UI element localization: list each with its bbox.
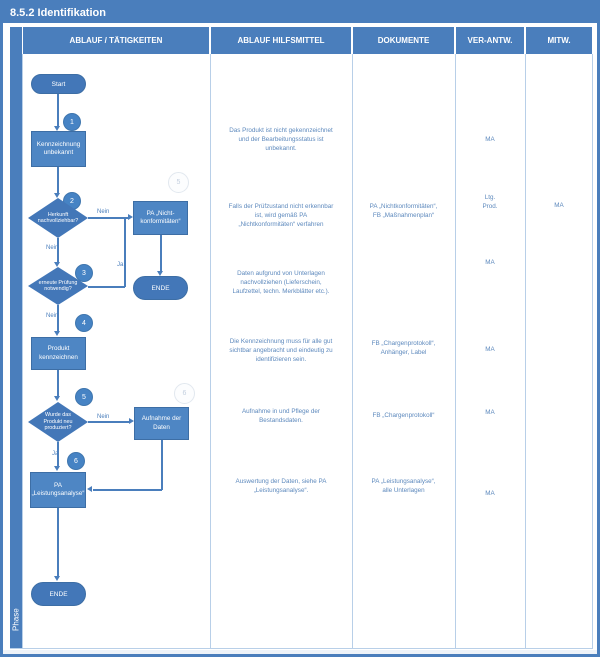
edge-label-nein: Nein	[97, 414, 110, 420]
column-divider	[525, 54, 526, 649]
connector-line	[57, 370, 59, 398]
arrowhead-down	[54, 396, 60, 401]
node-aufnahme-der-daten: Aufnahme der Daten	[134, 407, 189, 440]
table-bottom-line	[10, 648, 592, 649]
arrowhead-left	[87, 486, 92, 492]
arrowhead-down	[54, 193, 60, 198]
column-header-ablauf-taetigkeiten: ABLAUF / TÄTIGKEITEN	[23, 27, 209, 54]
step-number-3: 3	[75, 264, 93, 282]
arrowhead-down	[54, 576, 60, 581]
node-pa-nichtkonformitaeten: PA „Nicht- konformitäten“	[133, 201, 188, 235]
connector-line	[161, 440, 163, 490]
verantw-note-6: MA	[485, 490, 495, 497]
dokumente-note-5: FB „Chargenprotokoll“	[372, 412, 435, 419]
arrowhead-down	[157, 271, 163, 276]
node-produkt-kennzeichnen: Produkt kennzeichnen	[31, 337, 86, 370]
step-number-5: 5	[75, 388, 93, 406]
connector-line	[57, 94, 59, 127]
dokumente-note-2: PA „Nichtkonformitäten“, FB „Maßnahmenpl…	[369, 203, 438, 219]
connector-line	[88, 217, 128, 219]
edge-label-ja: Ja	[52, 451, 59, 457]
decision-produkt-neu-produziert: Wurde das Produkt neu produziert?	[28, 402, 88, 442]
hilfsmittel-note-6: Auswertung der Daten, siehe PA „Leistung…	[235, 478, 327, 494]
connector-line	[57, 238, 59, 264]
arrowhead-down	[54, 466, 60, 471]
connector-line	[93, 489, 162, 491]
arrowhead-right	[128, 214, 133, 220]
column-divider	[210, 54, 211, 649]
connector-line	[57, 442, 59, 468]
hilfsmittel-note-5: Aufnahme in und Pflege der Bestandsdaten…	[241, 408, 321, 424]
node-kennzeichnung-unbekannt: Kennzeichnung unbekannt	[31, 131, 86, 167]
node-pa-leistungsanalyse: PA „Leistungsanalyse“	[30, 472, 86, 508]
arrowhead-down	[54, 262, 60, 267]
column-divider	[22, 54, 23, 649]
hilfsmittel-note-1: Das Produkt ist nicht gekennzeichnet und…	[229, 127, 333, 152]
connector-line-ja-branch	[88, 286, 125, 288]
connector-line	[57, 508, 59, 578]
verantw-note-1: MA	[485, 136, 495, 143]
dokumente-note-6: PA „Leistungsanalyse“, alle Unterlagen	[371, 478, 436, 494]
bottom-strip	[3, 650, 597, 654]
mitw-note-2: MA	[554, 202, 564, 209]
column-header-dokumente: DOKUMENTE	[353, 27, 454, 54]
column-header-mitw: MITW.	[526, 27, 592, 54]
arrowhead-right	[129, 418, 134, 424]
column-divider	[592, 54, 593, 649]
verantw-note-3: MA	[485, 259, 495, 266]
edge-label-nein: Nein	[46, 245, 59, 251]
column-divider	[352, 54, 353, 649]
edge-label-ja: Ja	[117, 262, 124, 268]
verantw-note-5: MA	[485, 409, 495, 416]
step-number-6: 6	[67, 452, 85, 470]
step-number-4: 4	[75, 314, 93, 332]
connector-line-ja-branch	[124, 218, 126, 287]
step-number-ref-6: 6	[174, 383, 195, 404]
edge-label-nein: Nein	[46, 313, 59, 319]
verantw-note-2: Ltg. Prod.	[482, 194, 498, 210]
arrowhead-down	[54, 331, 60, 336]
step-number-ref-5: 5	[168, 172, 189, 193]
connector-line	[160, 235, 162, 272]
hilfsmittel-note-2: Falls der Prüfzustand nicht erkennbar is…	[228, 203, 334, 228]
edge-label-nein: Nein	[97, 209, 110, 215]
verantw-note-4: MA	[485, 346, 495, 353]
end-node-1: ENDE	[133, 276, 188, 300]
connector-line	[57, 167, 59, 194]
hilfsmittel-note-4: Die Kennzeichnung muss für alle gut sich…	[229, 338, 333, 363]
connector-line	[88, 421, 129, 423]
hilfsmittel-note-3: Daten aufgrund von Unterlagen nachvollzi…	[232, 270, 330, 295]
end-node-2: ENDE	[31, 582, 86, 606]
arrowhead-down	[54, 126, 60, 131]
connector-line	[57, 305, 59, 333]
column-divider	[455, 54, 456, 649]
column-header-ablauf-hilfsmittel: ABLAUF HILFSMITTEL	[211, 27, 351, 54]
phase-band	[10, 27, 22, 649]
dokumente-note-4: FB „Chargenprotokoll“, Anhänger, Label	[371, 340, 436, 356]
page-title: 8.5.2 Identifikation	[3, 3, 597, 23]
start-node: Start	[31, 74, 86, 94]
column-header-verantw: VER-ANTW.	[456, 27, 524, 54]
step-number-1: 1	[63, 113, 81, 131]
